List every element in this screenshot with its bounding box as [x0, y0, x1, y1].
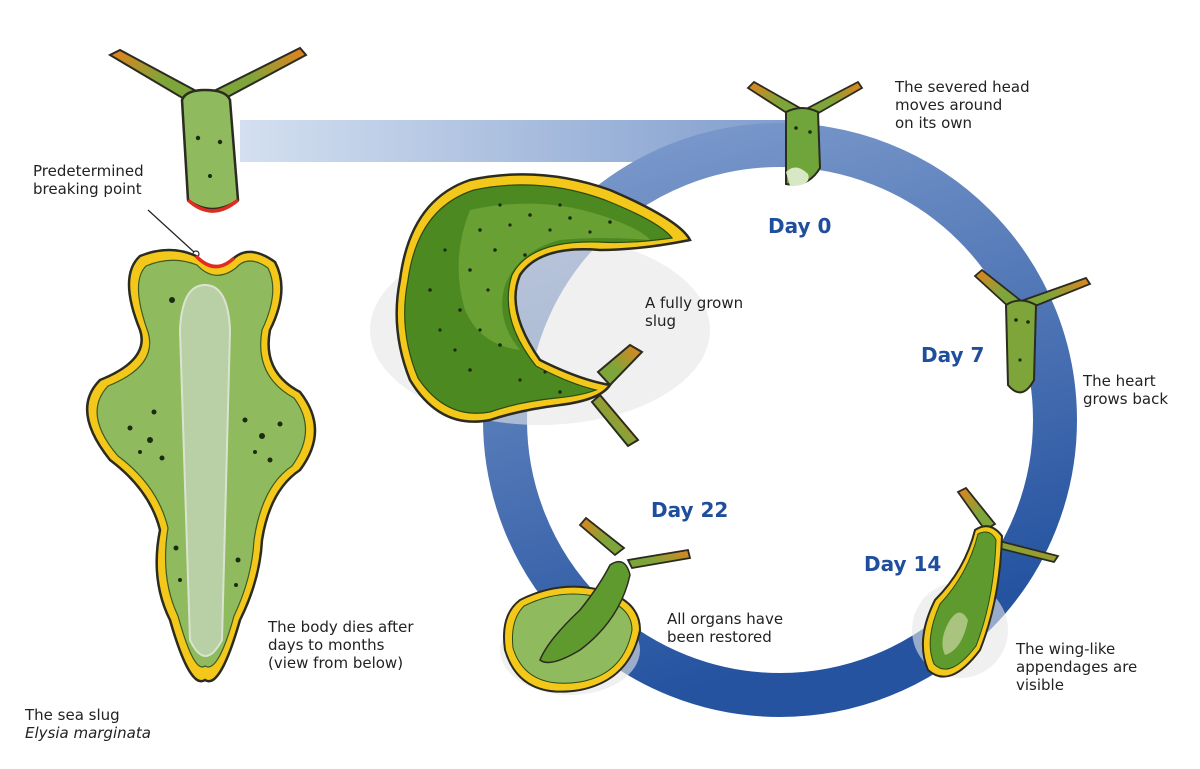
fully-grown-label: A fully grown slug	[645, 294, 743, 330]
remaining-body	[85, 248, 317, 683]
day0-label: Day 0	[768, 214, 832, 238]
body-dies-line2: days to months	[268, 636, 385, 654]
fully-grown-slug	[370, 173, 710, 448]
wings-line1: The wing-like	[1016, 640, 1116, 658]
fully-grown-line1: A fully grown	[645, 294, 744, 312]
body-cut-line	[194, 254, 236, 269]
severed-head-label: The severed head moves around on its own	[895, 78, 1030, 132]
organs-line1: All organs have	[667, 610, 784, 628]
organs-line2: been restored	[667, 628, 772, 646]
wings-label: The wing-like appendages are visible	[1016, 640, 1137, 694]
body-dies-line3: (view from below)	[268, 654, 404, 672]
day7-label: Day 7	[921, 343, 985, 367]
wings-line3: visible	[1016, 676, 1064, 694]
organs-label: All organs have been restored	[667, 610, 783, 646]
heart-line1: The heart	[1083, 372, 1156, 390]
day14-label: Day 14	[864, 552, 942, 576]
breaking-point-line2: breaking point	[33, 180, 142, 198]
breaking-point-line1: Predetermined	[33, 162, 144, 180]
body-dies-label: The body dies after days to months (view…	[268, 618, 414, 672]
severed-head-line3: on its own	[895, 114, 973, 132]
heart-label: The heart grows back	[1083, 372, 1168, 408]
fully-grown-line2: slug	[645, 312, 677, 330]
species-common-name: The sea slug	[25, 706, 120, 724]
day22-label: Day 22	[651, 498, 729, 522]
breaking-point-leader	[147, 209, 195, 253]
species-scientific-name: Elysia marginata	[25, 724, 151, 742]
severed-head-line1: The severed head	[895, 78, 1030, 96]
day14-slug	[912, 486, 1060, 678]
day22-slug	[500, 516, 692, 695]
wings-line2: appendages are	[1016, 658, 1138, 676]
body-dies-line1: The body dies after	[268, 618, 414, 636]
severed-head-line2: moves around	[895, 96, 1003, 114]
heart-line2: grows back	[1083, 390, 1169, 408]
body-belly	[178, 283, 232, 657]
day7-head	[973, 268, 1092, 394]
detached-head	[107, 46, 308, 213]
species-label: The sea slug Elysia marginata	[25, 706, 151, 742]
head-cut-line	[186, 198, 240, 213]
breaking-point-label: Predetermined breaking point	[33, 162, 144, 198]
day0-head	[746, 80, 864, 186]
